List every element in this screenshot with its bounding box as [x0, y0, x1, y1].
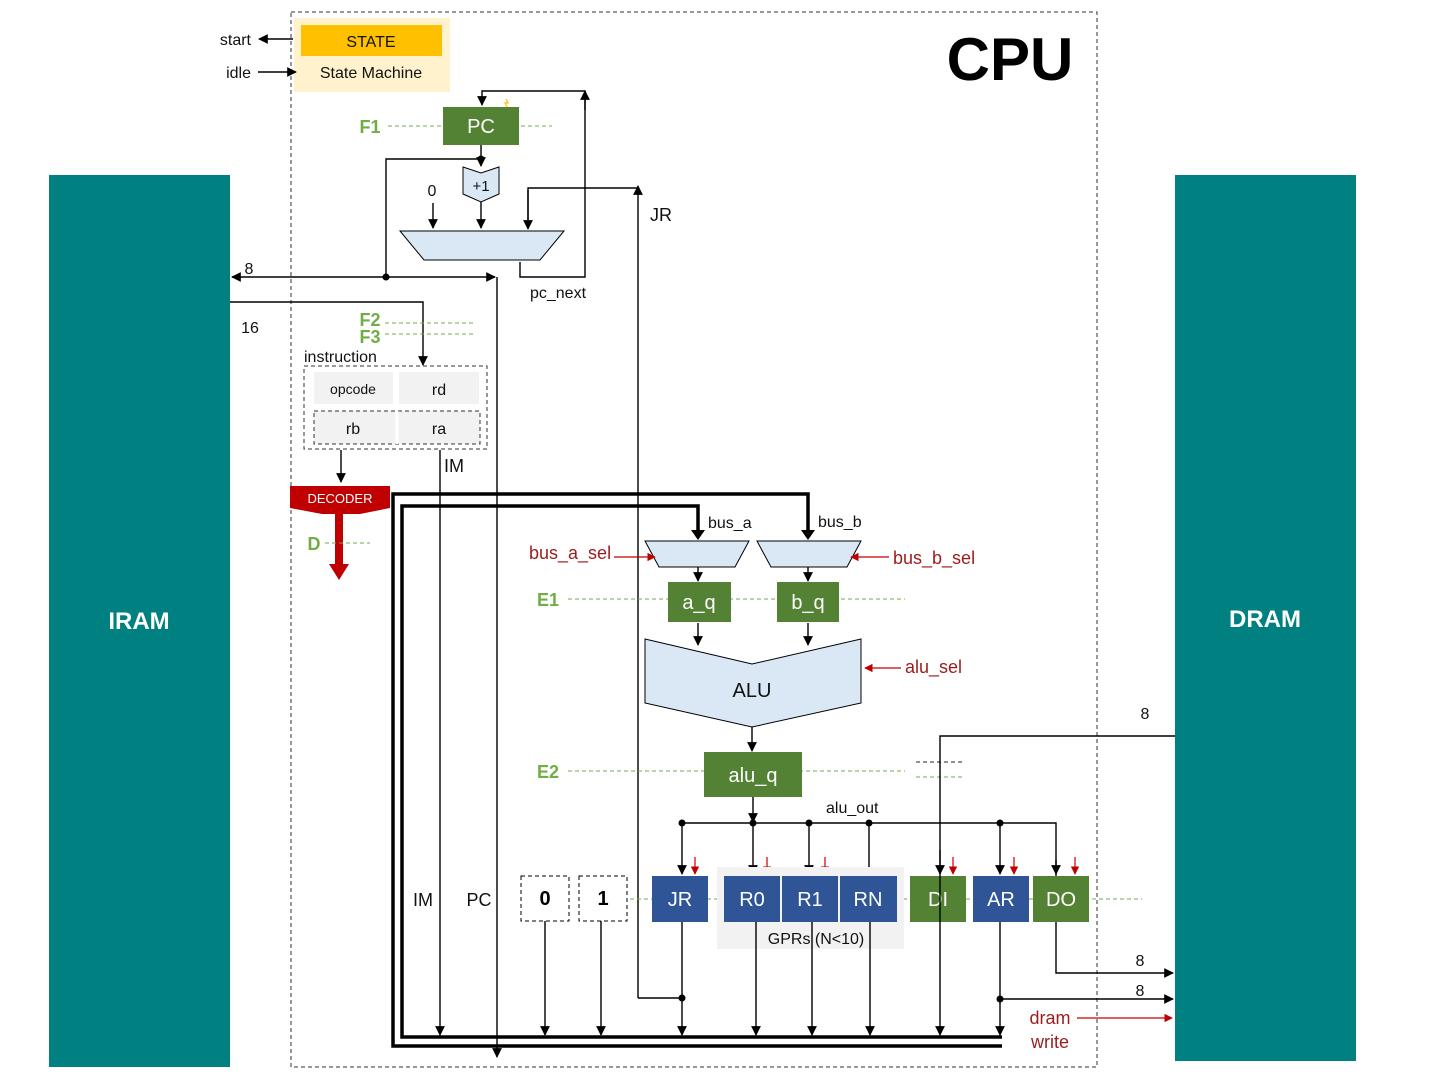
im-source-label: IM: [413, 890, 433, 910]
iram-block: [49, 175, 230, 1067]
addr-junction-dot: [382, 273, 390, 281]
bus-b-label: bus_b: [818, 514, 862, 531]
bus-b-sel-label: bus_b_sel: [893, 548, 975, 569]
const-0-box: [520, 875, 570, 922]
decoder-arrow-head: [329, 564, 349, 580]
const-0-label: 0: [539, 888, 550, 910]
state-machine-label: State Machine: [320, 65, 422, 82]
a-q-register: [668, 582, 731, 622]
iram-addr-width: 8: [245, 261, 254, 278]
alu-sel-label: alu_sel: [905, 657, 962, 678]
decoder-output-bar: [335, 514, 343, 566]
di-register: [910, 876, 966, 922]
const-1-label: 1: [597, 888, 608, 910]
ra-label: ra: [432, 421, 446, 438]
rd-label: rd: [432, 382, 446, 399]
dram-in-width: 8: [1141, 706, 1150, 723]
iram-data-wire: [230, 301, 428, 366]
rb-label: rb: [346, 421, 360, 438]
bus-a-sel-label: bus_a_sel: [529, 543, 611, 564]
bus-a-label: bus_a: [708, 515, 752, 532]
r1-register-label: R1: [797, 889, 823, 911]
pc-label: PC: [467, 116, 495, 138]
r0-register: [724, 876, 780, 922]
rn-register: [840, 876, 897, 922]
b-q-label: b_q: [791, 592, 824, 614]
alu-block: [644, 638, 862, 728]
cpu-title: CPU: [947, 26, 1074, 93]
rd-field: [399, 372, 479, 404]
stage-f2-label: F2: [359, 310, 380, 330]
iram-label: IRAM: [108, 608, 169, 635]
dram-out-width: 8: [1136, 953, 1145, 970]
bus-b-frame: [391, 492, 1002, 1048]
dram-block: [1175, 175, 1356, 1061]
bus-a-arrowhead: [691, 530, 705, 540]
pc-mux: [398, 230, 566, 261]
ar-register-label: AR: [987, 889, 1015, 911]
bus-b-arrowhead: [801, 530, 815, 540]
bus-a-mux: [644, 540, 750, 568]
pc-branch-wire: [385, 158, 481, 277]
r1-register: [782, 876, 838, 922]
alu-out-label: alu_out: [826, 800, 879, 817]
pc-zero-label: 0: [428, 183, 437, 200]
dram-in-wire: [935, 735, 1175, 1036]
im-field-label: IM: [444, 456, 464, 476]
jr-wire-label: JR: [650, 205, 672, 225]
di-register-label: DI: [928, 889, 948, 911]
jr-feedback-dot: [678, 994, 686, 1002]
state-box: [301, 25, 442, 56]
alu-q-register: [704, 752, 802, 797]
instruction-register: [303, 365, 488, 450]
pc-register: [443, 107, 519, 145]
pc-next-label: pc_next: [530, 285, 587, 302]
bus-b-mux: [756, 540, 862, 568]
dram-label: DRAM: [1229, 606, 1301, 633]
stage-e2-label: E2: [537, 762, 559, 782]
alu-q-label: alu_q: [729, 765, 778, 787]
opcode-field: [314, 372, 393, 404]
dram-write-label-2: write: [1030, 1032, 1069, 1052]
start-label: start: [220, 32, 252, 49]
do-to-dram-wire: [1055, 922, 1174, 978]
dram-write-label-1: dram: [1029, 1008, 1070, 1028]
cpu-boundary: [290, 11, 1098, 1068]
b-q-register: [777, 582, 839, 622]
incrementer-label: +1: [472, 178, 489, 195]
pc-source-label: PC: [466, 890, 491, 910]
gprs-label: GPRs (N<10): [768, 931, 864, 948]
a-q-label: a_q: [682, 592, 715, 614]
stage-f3-label: F3: [359, 327, 380, 347]
alu-label: ALU: [733, 680, 772, 702]
stage-d-label: D: [308, 534, 321, 554]
idle-label: idle: [226, 65, 251, 82]
opcode-label: opcode: [330, 381, 376, 397]
const-1-box: [578, 875, 628, 922]
dram-addr-width: 8: [1136, 983, 1145, 1000]
instruction-label: instruction: [304, 349, 377, 366]
jr-register: [652, 876, 708, 922]
do-register: [1033, 876, 1089, 922]
stage-f1-label: F1: [359, 117, 380, 137]
jr-register-label: JR: [668, 889, 692, 911]
incrementer: [462, 166, 500, 203]
do-register-label: DO: [1046, 889, 1076, 911]
bus-a-frame: [400, 504, 1002, 1039]
decoder-block: [290, 486, 390, 514]
ar-register: [973, 876, 1029, 922]
stage-e1-label: E1: [537, 590, 559, 610]
iram-data-width: 16: [241, 320, 259, 337]
pc-next-wire: [477, 90, 586, 278]
r0-register-label: R0: [739, 889, 765, 911]
decoder-label: DECODER: [307, 491, 372, 506]
state-label: STATE: [346, 34, 395, 51]
clock-icon: [504, 98, 509, 108]
rn-register-label: RN: [854, 889, 883, 911]
